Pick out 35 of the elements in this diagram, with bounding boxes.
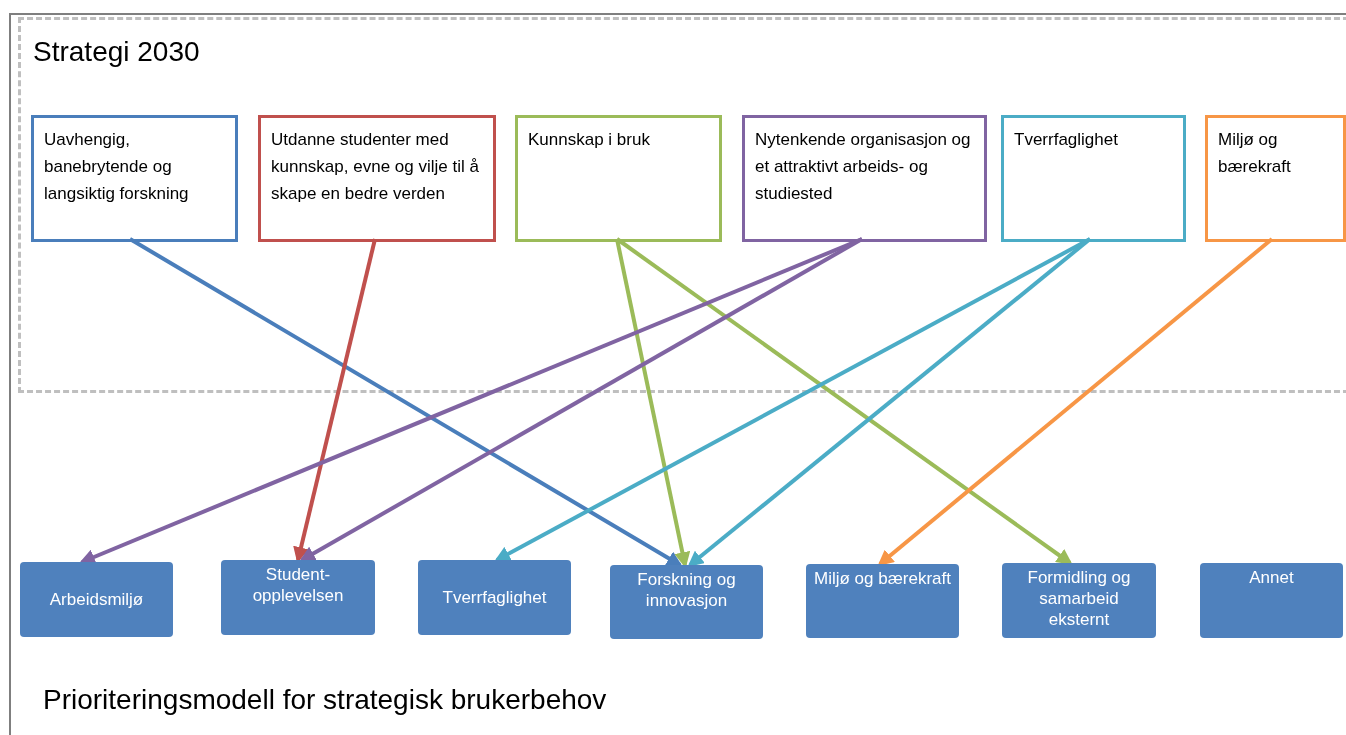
goal-box [1001,115,1186,242]
box-label: Miljø og bærekraft [1218,130,1291,176]
priority-box [806,564,959,638]
arrow [299,237,863,562]
box-label: Miljø og bærekraft [814,568,951,589]
arrow [877,237,1274,567]
box-label: Tverrfaglighet [442,587,547,608]
goal-box [31,115,238,242]
box-label: Formidling og samarbeid eksternt [1026,567,1132,630]
priority-box [1002,563,1156,638]
box-label: Uavhengig, banebrytende og langsiktig forskning [44,130,189,203]
priority-box [610,565,763,639]
priority-box [1200,563,1343,638]
box-label: Annet [1249,567,1294,588]
box-label: Tverrfaglighet [1014,130,1118,149]
box-label: Arbeidsmiljø [49,589,144,610]
arrow [687,237,1092,567]
caption: Prioriteringsmodell for strategisk brukerbehov [43,684,607,716]
priority-box [418,560,571,635]
box-label: Student-opplevelsen [251,564,345,606]
box-label: Utdanne studenter med kunnskap, evne og vilje til å skape en bedre verden [271,130,479,203]
goal-box [1205,115,1346,242]
goal-box [258,115,496,242]
arrow [615,237,1073,565]
box-label: Forskning og innovasjon [636,569,737,611]
priority-box [20,562,173,637]
box-label: Nytenkende organisasjon og et attraktivt arbeids- og studiested [755,130,971,203]
box-label: Kunnskap i bruk [528,130,650,149]
strategy-region [18,17,1346,393]
region-title: Strategi 2030 [33,36,200,68]
goal-box [742,115,987,242]
arrow [79,237,863,565]
goal-box [515,115,722,242]
arrow [129,237,683,567]
priority-box [221,560,375,635]
